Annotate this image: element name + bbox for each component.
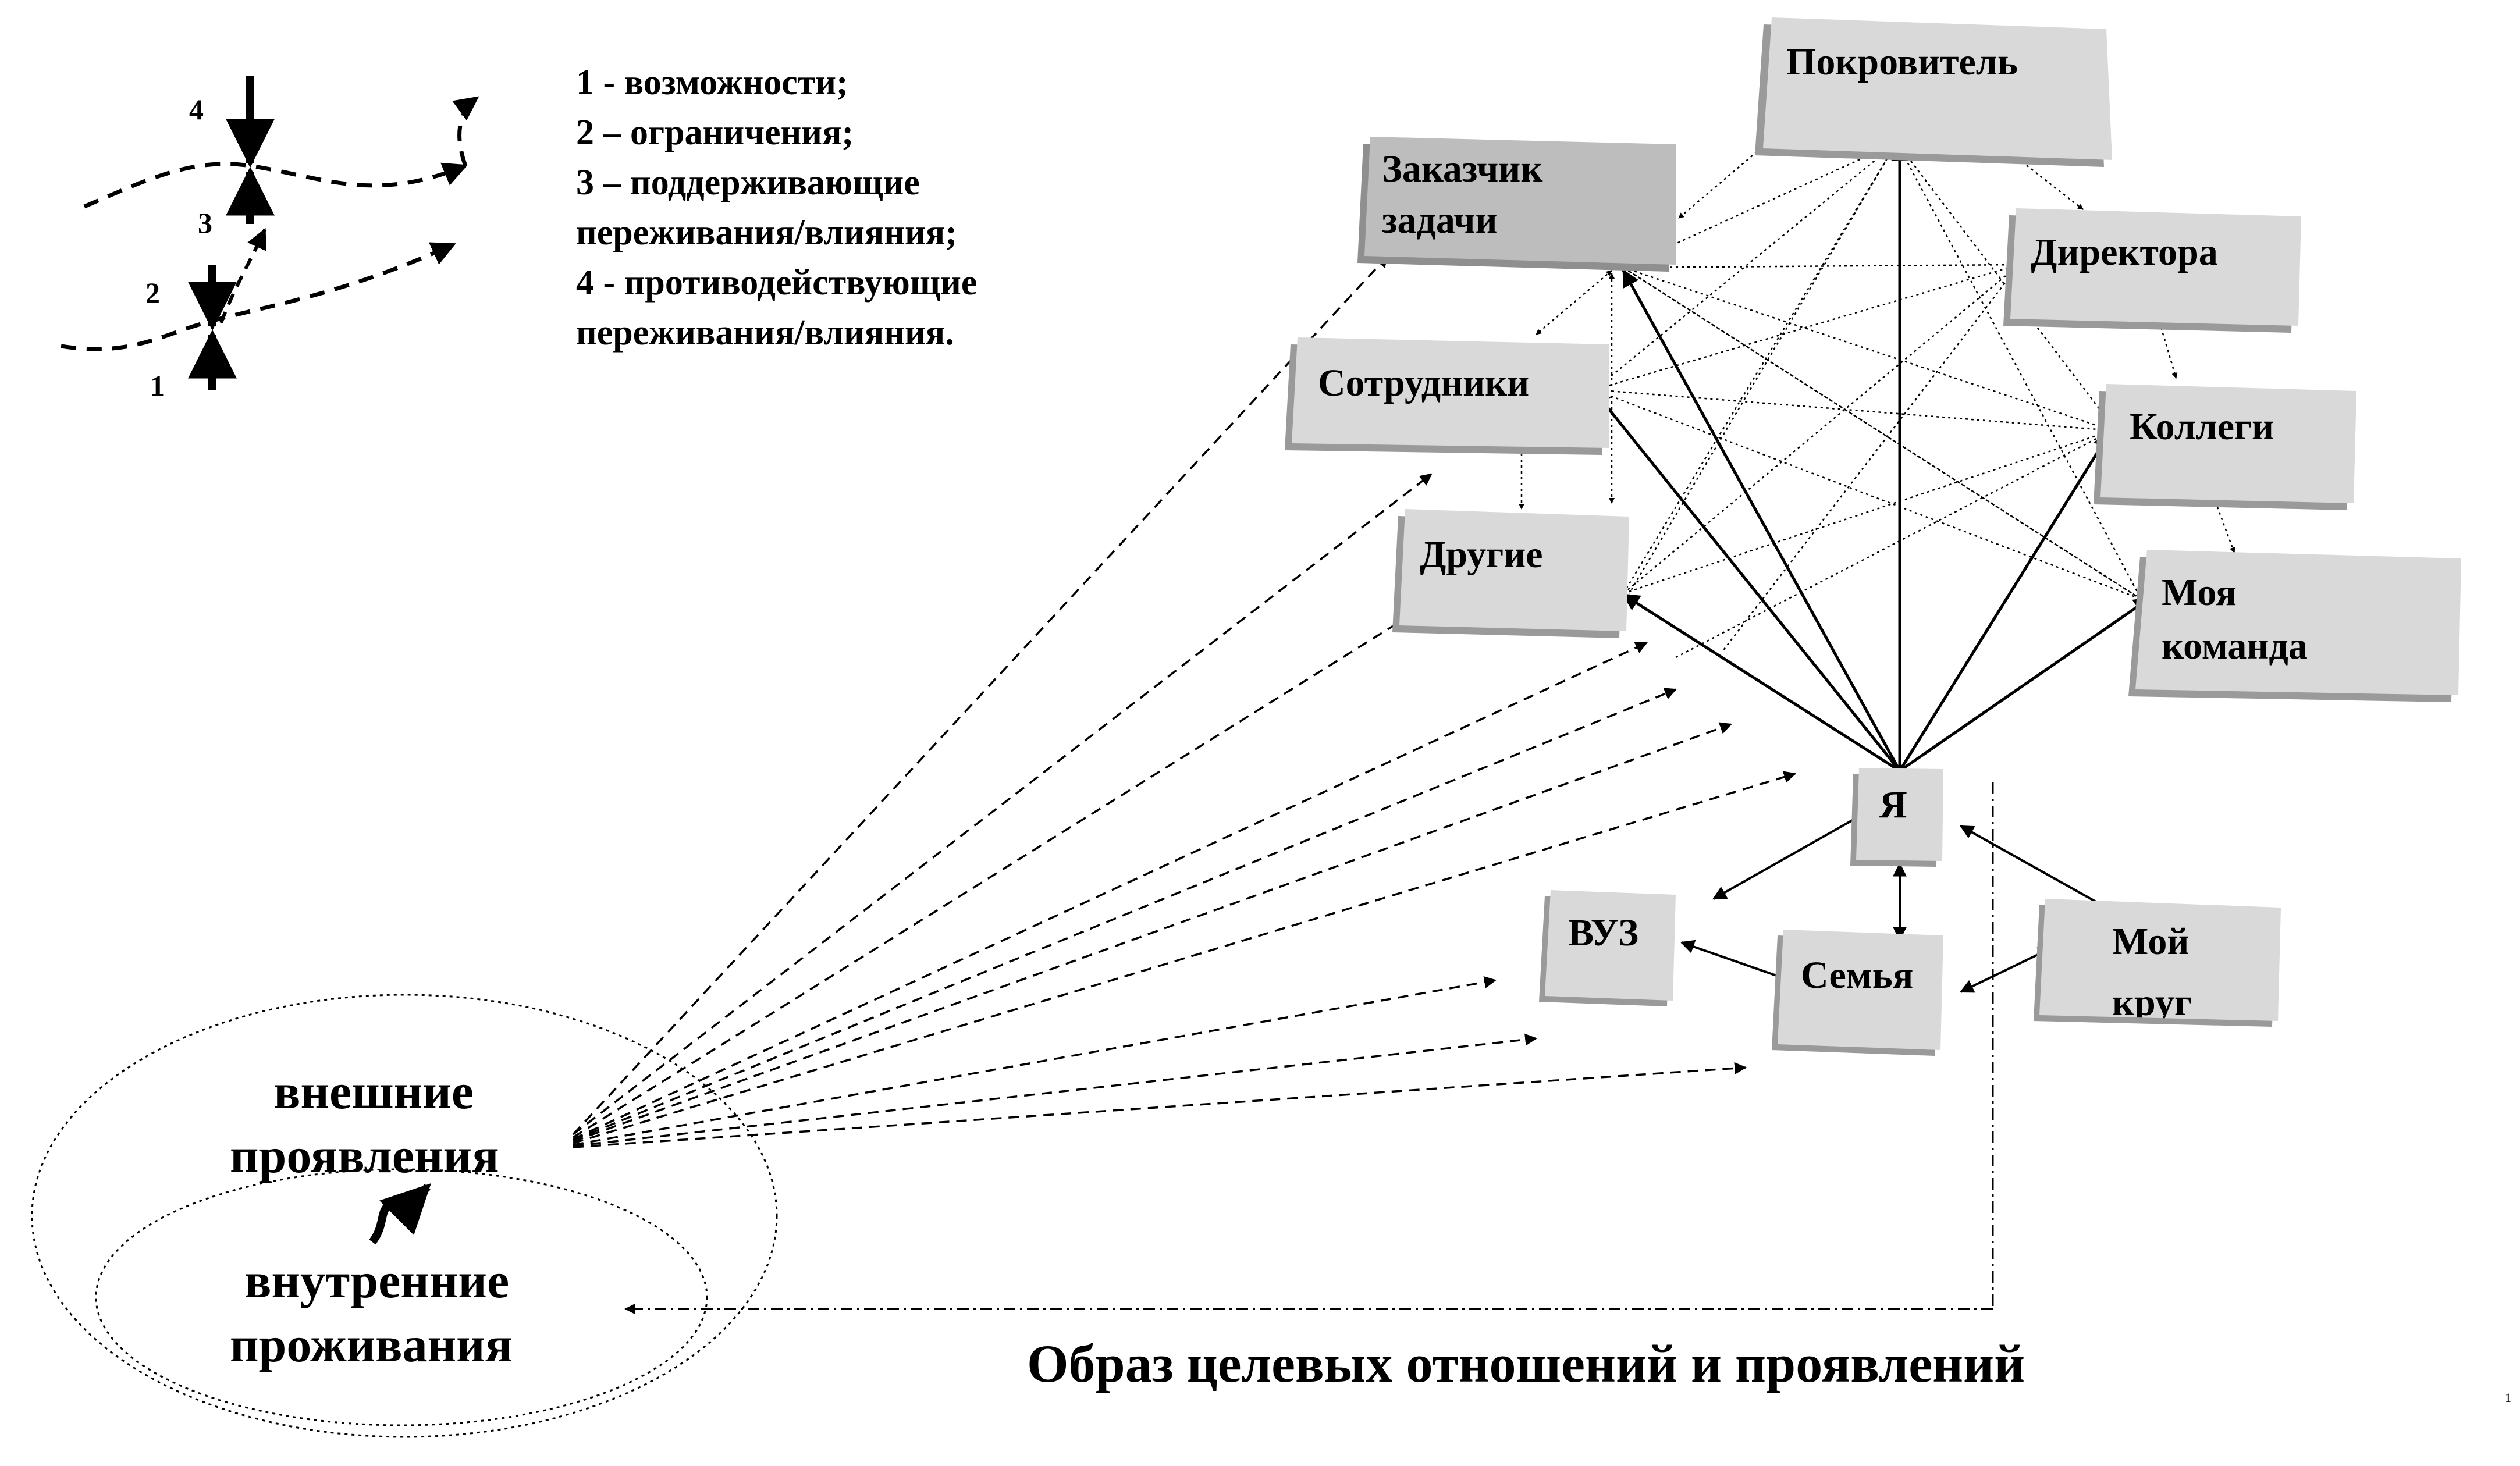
legend-text: 1 - возможности; 2 – ограничения; 3 – по… <box>576 63 977 353</box>
node-zakazchik-label-2: задачи <box>1382 199 1498 241</box>
node-kollegi-label: Коллеги <box>2130 405 2274 448</box>
legend-line-6: переживания/влияния. <box>576 313 954 353</box>
node-zakazchik-label-1: Заказчик <box>1382 148 1542 190</box>
family-links <box>1680 810 2107 993</box>
node-direktora: Директора <box>2003 208 2301 333</box>
diagram-title: Образ целевых отношений и проявлений <box>1027 1334 2025 1393</box>
outer-ellipse-label-1: внешние <box>273 1063 474 1119</box>
page-number: 1 <box>2505 1390 2511 1405</box>
legend-line-2: 2 – ограничения; <box>576 113 854 152</box>
outer-ellipse-label-2: проявления <box>230 1127 499 1183</box>
legend-diagram: 4 3 2 1 <box>61 76 479 402</box>
legend-marker-1: 1 <box>150 369 165 402</box>
node-drugie: Другие <box>1392 509 1629 638</box>
self-ellipses <box>31 994 778 1438</box>
fan-arrows <box>572 255 1797 1148</box>
node-zakazchik: Заказчик задачи <box>1357 137 1676 272</box>
node-vuz-label: ВУЗ <box>1568 912 1638 954</box>
node-moya-komanda: Моя команда <box>2128 550 2461 702</box>
legend-line-3: 3 – поддерживающие <box>576 163 920 202</box>
node-semya-label: Семья <box>1801 954 1913 997</box>
node-direktora-label: Директора <box>2031 231 2218 273</box>
legend-marker-2: 2 <box>145 276 160 309</box>
return-line <box>624 782 1994 1314</box>
node-semya: Семья <box>1772 930 1943 1056</box>
outer-ellipse <box>31 994 778 1438</box>
node-moy-krug-label-2: круг <box>2112 981 2192 1024</box>
node-ya: Я <box>1850 768 1943 867</box>
legend-marker-3: 3 <box>198 207 212 239</box>
inner-ellipse-label-1: внутренние <box>244 1252 509 1308</box>
node-moy-krug-label-1: Мой <box>2112 920 2189 963</box>
node-moya-komanda-label-2: команда <box>2162 625 2308 667</box>
node-drugie-label: Другие <box>1420 533 1543 576</box>
node-kollegi: Коллеги <box>2094 384 2356 510</box>
node-moy-krug: Мой круг <box>2034 899 2281 1027</box>
node-pokrovitel-label: Покровитель <box>1786 41 2018 83</box>
node-sotrudniki-label: Сотрудники <box>1318 362 1529 404</box>
node-sotrudniki: Сотрудники <box>1285 337 1609 455</box>
node-vuz: ВУЗ <box>1539 890 1676 1006</box>
legend-marker-4: 4 <box>189 93 204 126</box>
node-moya-komanda-label-1: Моя <box>2162 571 2237 614</box>
solid-links-to-ya <box>1593 144 2152 773</box>
legend-line-5: 4 - противодействующие <box>576 263 977 303</box>
node-pokrovitel: Покровитель <box>1755 17 2112 167</box>
legend-line-1: 1 - возможности; <box>576 63 848 102</box>
inner-ellipse <box>95 1168 708 1426</box>
legend-line-4: переживания/влияния; <box>576 213 957 252</box>
curved-up-arrow <box>369 1183 431 1245</box>
node-ya-label: Я <box>1879 784 1907 826</box>
inner-ellipse-label-2: проживания <box>230 1316 512 1372</box>
